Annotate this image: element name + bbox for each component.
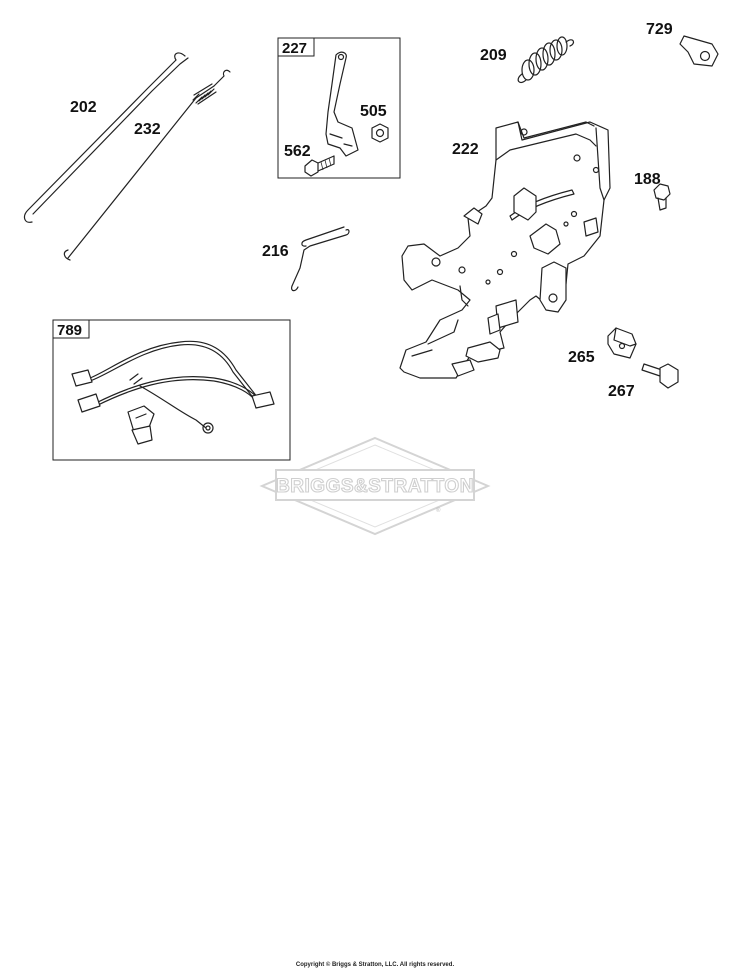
part-227-governor-lever[interactable] [325,51,359,157]
part-789-wire-harness[interactable] [71,340,275,445]
label-505: 505 [360,103,387,120]
part-202-link-rod[interactable] [23,52,189,223]
part-729-clip[interactable] [679,35,719,67]
label-216: 216 [262,243,289,260]
copyright-notice: Copyright © Briggs & Stratton, LLC. All … [295,962,455,968]
part-267-bolt[interactable] [641,363,679,389]
label-209: 209 [480,47,507,64]
label-188: 188 [634,171,661,188]
part-265-clip[interactable] [607,327,637,359]
part-222-control-bracket[interactable] [399,121,611,379]
part-562-screw[interactable] [304,155,335,177]
group-box-227: 227 [277,37,401,179]
label-232: 232 [134,121,161,138]
label-222: 222 [452,141,479,158]
part-232-governor-spring[interactable] [63,69,231,261]
label-789: 789 [57,322,82,339]
label-729: 729 [646,21,673,38]
label-202: 202 [70,99,97,116]
briggs-stratton-watermark: BRIGGS&STRATTON ® [259,436,491,536]
watermark-text: BRIGGS&STRATTON [276,476,474,497]
part-188-screw[interactable] [653,183,671,211]
label-562: 562 [284,143,311,160]
label-267: 267 [608,383,635,400]
label-227: 227 [282,40,307,57]
label-265: 265 [568,349,595,366]
part-216-wire-link[interactable] [291,226,350,292]
part-505-nut[interactable] [371,123,389,143]
part-209-spring[interactable] [517,36,575,84]
watermark-registered-mark: ® [436,507,441,514]
group-box-789: 789 [52,319,291,461]
spring-coil [192,83,217,105]
